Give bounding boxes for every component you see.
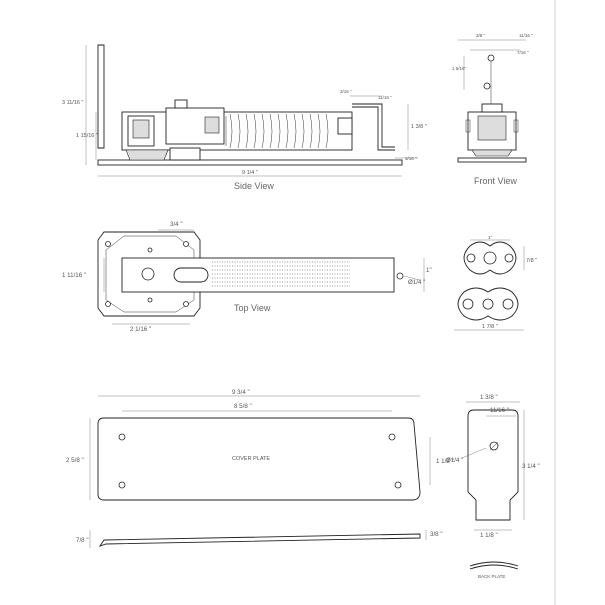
side-bottom-label: 3/16 " — [405, 156, 417, 161]
side-view — [85, 44, 418, 177]
top-hole-label: Ø1/4 " — [408, 279, 425, 286]
cover-plate-drawing — [89, 395, 431, 548]
side-top-a-label: 3/16 " — [340, 89, 352, 94]
top-height-label: 1 11/16 " — [62, 272, 86, 279]
top-plate-width-label: 3/4 " — [170, 221, 183, 228]
back-top-label: 1 3/8 " — [480, 394, 498, 401]
cover-height-label: 2 5/8 " — [66, 457, 84, 464]
front-view — [457, 39, 527, 163]
cam-length-label: 1 7/8 " — [482, 324, 498, 330]
side-arm-height-label: 1 3/8 " — [411, 124, 427, 130]
cam-spacing-label: 1" — [488, 235, 493, 240]
cam-height-label: 7/8 " — [526, 258, 537, 264]
side-height-total-label: 3 11/16 " — [62, 100, 83, 106]
side-length-label: 9 1/4 " — [242, 170, 258, 176]
cover-edge-left-label: 7/8 " — [76, 537, 89, 544]
front-dim-b-label: 11/16 " — [519, 33, 533, 38]
top-view-title: Top View — [234, 303, 271, 313]
cover-outer-label: 9 3/4 " — [232, 389, 250, 396]
top-view — [97, 229, 425, 325]
back-bottom-label: 1 1/8 " — [480, 532, 498, 539]
side-view-title: Side View — [234, 181, 274, 191]
back-height-label: 3 1/4 " — [522, 463, 540, 470]
back-plate-label: BACK PLATE — [478, 574, 505, 579]
cover-plate-label: COVER PLATE — [232, 456, 270, 462]
side-top-b-label: 11/16 " — [378, 95, 392, 100]
front-dim-a-label: 3/8 " — [476, 33, 486, 38]
back-hole-label: Ø1/4 " — [446, 457, 463, 464]
cover-edge-right-label: 3/8 " — [430, 531, 443, 538]
front-dim-d-label: 1 5/16" — [452, 66, 467, 71]
cover-hole-spacing-label: 1 1/2 " — [436, 458, 454, 465]
back-inner-label: 11/16 " — [490, 407, 509, 414]
cover-inner-label: 8 5/8 " — [234, 403, 252, 410]
cam-profiles — [454, 239, 525, 331]
front-dim-c-label: 7/16 " — [517, 50, 529, 55]
back-plate-drawing — [461, 401, 525, 570]
top-offset-label: 2 1/16 " — [130, 326, 151, 333]
front-view-title: Front View — [474, 176, 517, 186]
side-height-mid-label: 1 15/16 " — [76, 133, 98, 139]
top-width-label: 1" — [426, 267, 432, 274]
